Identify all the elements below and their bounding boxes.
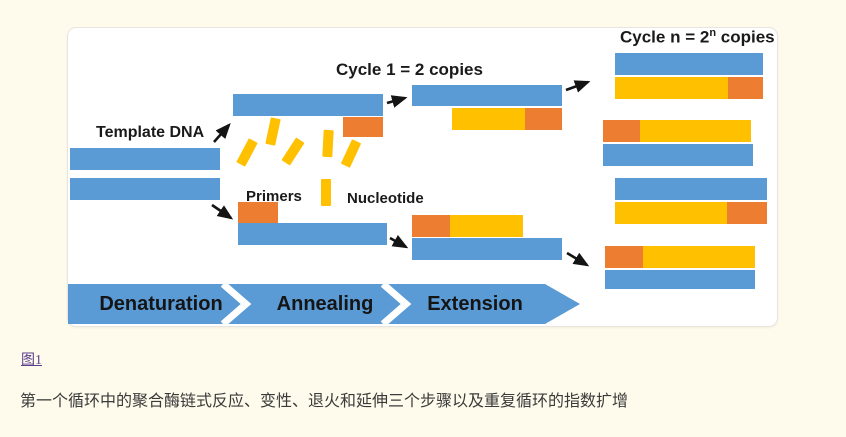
figure-caption-link[interactable]: 图1 xyxy=(21,353,42,368)
stage-label-extension: Extension xyxy=(427,292,523,315)
nucleotide-piece xyxy=(321,179,331,206)
cyclen-label-prefix: Cycle n = 2 xyxy=(620,27,710,47)
cyclen-label: Cycle n = 2n copies xyxy=(620,27,775,47)
primer-annealed-bottom xyxy=(238,202,278,223)
cyclen-product3-blue-strand xyxy=(615,178,767,200)
cycle1-bottom-template-strand xyxy=(412,238,562,260)
cycle1-label: Cycle 1 = 2 copies xyxy=(336,60,483,79)
cyclen-label-exponent: n xyxy=(709,27,717,39)
primers-label: Primers xyxy=(246,188,302,205)
template-dna-label: Template DNA xyxy=(96,124,205,141)
cyclen-product4-new-strand xyxy=(643,246,755,268)
cycle1-top-template-strand xyxy=(412,85,562,106)
stage-label-annealing: Annealing xyxy=(276,292,374,315)
template-dna-strand-bottom xyxy=(70,178,220,200)
cyclen-label-suffix: copies xyxy=(716,27,775,47)
cyclen-product1-blue-strand xyxy=(615,53,763,75)
primer-annealed-top xyxy=(343,117,383,137)
denatured-strand-bottom xyxy=(238,223,387,245)
nucleotide-label: Nucleotide xyxy=(347,190,424,207)
template-dna-strand-top xyxy=(70,148,220,170)
cyclen-product4-primer xyxy=(605,246,643,268)
cyclen-product2-primer xyxy=(603,120,640,142)
cyclen-product2-blue-strand xyxy=(603,144,753,166)
figure-caption-text: 第一个循环中的聚合酶链式反应、变性、退火和延伸三个步骤以及重复循环的指数扩增 xyxy=(20,393,629,410)
cyclen-product1-new-strand xyxy=(615,77,728,99)
cyclen-product1-primer xyxy=(728,77,763,99)
cyclen-product2-new-strand xyxy=(640,120,751,142)
nucleotide-piece xyxy=(322,129,334,158)
denatured-strand-top xyxy=(233,94,383,116)
cycle1-top-new-strand xyxy=(452,108,525,130)
cycle1-top-primer xyxy=(525,108,562,130)
cyclen-product3-new-strand xyxy=(615,202,727,224)
cycle1-bottom-new-strand xyxy=(450,215,523,237)
cycle1-bottom-primer xyxy=(412,215,450,237)
cyclen-product4-blue-strand xyxy=(605,270,755,289)
stage-label-denaturation: Denaturation xyxy=(99,292,223,315)
cyclen-product3-primer xyxy=(727,202,767,224)
